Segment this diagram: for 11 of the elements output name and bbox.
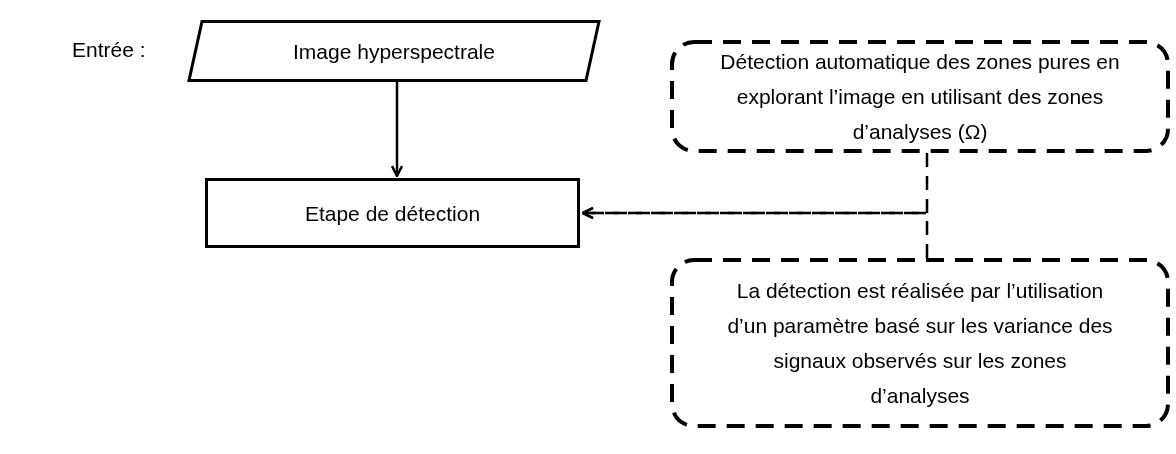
node-text: Image hyperspectrale [293, 38, 495, 65]
arrow [390, 82, 404, 178]
note-box [670, 40, 1170, 153]
input-parallelogram [188, 20, 600, 82]
node-text: Détection automatique des zones pures en explorant l’image en utilisant des zones d’analyses (Ω) [719, 49, 1121, 145]
node-text: La détection est réalisée par l’utilisation d’un paramètre basé sur les variance des signaux observés sur les zones d’analyses [726, 278, 1114, 409]
node-text: Etape de détection [304, 200, 481, 227]
process-box [205, 178, 580, 248]
note-box [670, 258, 1170, 428]
arrow [581, 206, 929, 258]
input-label: Entrée : [72, 38, 146, 62]
